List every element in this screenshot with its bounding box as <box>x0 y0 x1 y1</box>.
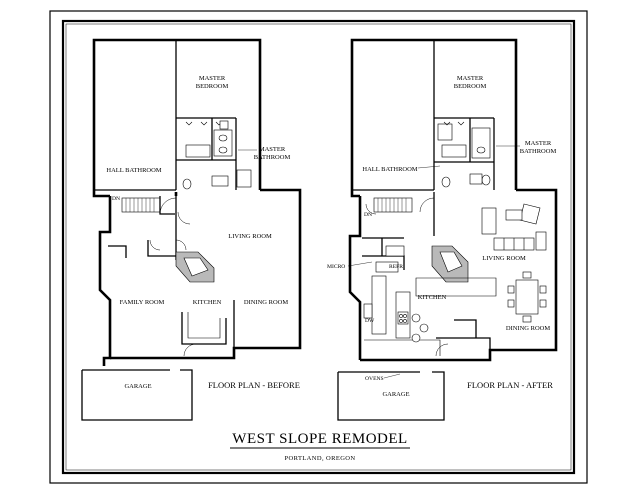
sheet-border <box>49 10 588 484</box>
after-plan-title: FLOOR PLAN - AFTER <box>467 380 553 390</box>
before-family-room-label: FAMILY ROOM <box>120 299 165 306</box>
before-fireplace <box>175 251 215 283</box>
before-doors <box>149 197 197 357</box>
after-hall-bathroom-label: HALL BATHROOM <box>362 166 417 173</box>
before-kitchen-label: KITCHEN <box>193 299 222 306</box>
after-bath-fixtures <box>437 121 491 188</box>
floor-plan-before <box>81 38 302 421</box>
after-living-room-label: LIVING ROOM <box>482 255 526 262</box>
after-living-furniture <box>481 203 547 251</box>
before-stair <box>121 197 161 213</box>
before-master-bedroom-label-2: BEDROOM <box>196 83 229 90</box>
before-dining-room-label: DINING ROOM <box>244 299 288 306</box>
after-dining-room-label: DINING ROOM <box>506 325 550 332</box>
before-garage <box>81 369 193 421</box>
after-micro-label: MICRO <box>327 264 345 270</box>
before-stair-dn-label: DN <box>112 196 120 202</box>
before-master-bedroom-label-1: MASTER <box>199 75 226 82</box>
after-kitchen <box>363 245 497 356</box>
after-upper-walls <box>350 38 518 191</box>
after-dining-set <box>507 271 547 323</box>
sheet-subtitle: PORTLAND, OREGON <box>284 455 355 462</box>
after-doors <box>365 197 449 357</box>
sheet-title: WEST SLOPE REMODEL <box>232 431 407 447</box>
after-master-bedroom-label-2: BEDROOM <box>454 83 487 90</box>
before-main-walls <box>92 188 302 366</box>
after-main-walls <box>348 188 558 362</box>
before-bath-fixtures <box>182 120 252 190</box>
before-hall-bathroom-label: HALL BATHROOM <box>106 167 161 174</box>
before-master-bathroom-label-2: BATHROOM <box>254 154 291 161</box>
before-living-room-label: LIVING ROOM <box>228 233 272 240</box>
before-master-bathroom-label-1: MASTER <box>259 146 286 153</box>
after-stair <box>373 197 413 213</box>
after-dw-label: DW <box>365 318 375 324</box>
after-ovens-label: OVENS <box>365 376 384 382</box>
after-stair-dn-label: DN <box>364 212 372 218</box>
after-kitchen-label: KITCHEN <box>418 294 447 301</box>
title-block: WEST SLOPE REMODEL PORTLAND, OREGON <box>230 431 410 462</box>
after-fireplace <box>431 245 469 283</box>
before-upper-walls <box>92 38 262 191</box>
after-garage <box>337 371 445 421</box>
before-garage-label: GARAGE <box>124 383 151 390</box>
after-garage-label: GARAGE <box>382 391 409 398</box>
before-plan-title: FLOOR PLAN - BEFORE <box>208 380 300 390</box>
after-master-bedroom-label-1: MASTER <box>457 75 484 82</box>
floor-plan-after <box>337 38 558 421</box>
after-master-bathroom-label-1: MASTER <box>525 140 552 147</box>
before-kitchen <box>181 312 227 345</box>
after-refr-label: REFR <box>389 264 403 270</box>
after-master-bathroom-label-2: BATHROOM <box>520 148 557 155</box>
